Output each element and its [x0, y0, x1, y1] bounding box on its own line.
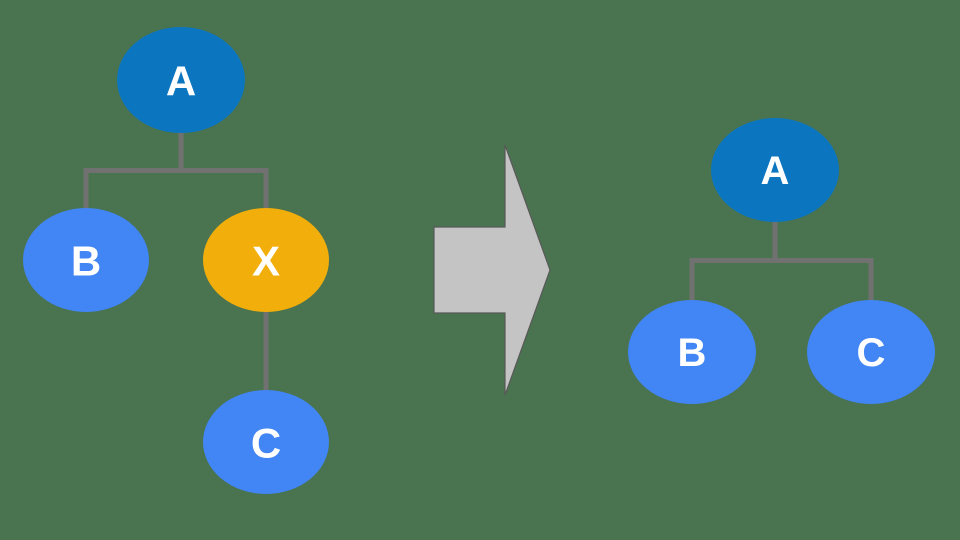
after-node-b-label: B [678, 331, 707, 375]
right-arrow-icon [433, 144, 551, 396]
before-node-c-label: C [251, 420, 281, 467]
edge-a-to-b [83, 168, 89, 216]
before-node-c[interactable]: C [203, 390, 329, 494]
before-node-b-shape [23, 208, 149, 312]
before-node-a[interactable]: A [117, 27, 245, 133]
before-node-x[interactable]: X [203, 208, 329, 312]
after-tree-group: A B C [628, 118, 935, 404]
before-node-x-shape [203, 208, 329, 312]
edge-a-to-x [263, 168, 269, 216]
after-node-c[interactable]: C [807, 300, 935, 404]
after-node-a-shape [711, 118, 839, 222]
before-node-b-label: B [71, 238, 101, 285]
after-node-c-label: C [857, 331, 886, 375]
after-edges-group [689, 216, 874, 306]
after-edge-a-stem [772, 216, 778, 261]
before-edges-group [83, 126, 269, 397]
after-node-b[interactable]: B [628, 300, 756, 404]
before-node-x-label: X [252, 238, 280, 285]
after-edge-a-horizontal-bus [689, 258, 874, 263]
after-node-a-label: A [761, 149, 790, 193]
after-node-c-shape [807, 300, 935, 404]
after-edge-a-to-b [689, 258, 695, 306]
edge-a-horizontal-bus [83, 168, 269, 173]
before-node-a-shape [117, 27, 245, 133]
before-node-c-shape [203, 390, 329, 494]
edge-a-stem [178, 126, 184, 171]
before-node-a-label: A [166, 58, 196, 105]
after-node-a[interactable]: A [711, 118, 839, 222]
edge-x-to-c [263, 305, 269, 397]
before-tree-group: A B X C [23, 27, 329, 494]
transformation-arrow [433, 144, 551, 396]
after-edge-a-to-c [868, 258, 874, 306]
before-node-b[interactable]: B [23, 208, 149, 312]
after-node-b-shape [628, 300, 756, 404]
